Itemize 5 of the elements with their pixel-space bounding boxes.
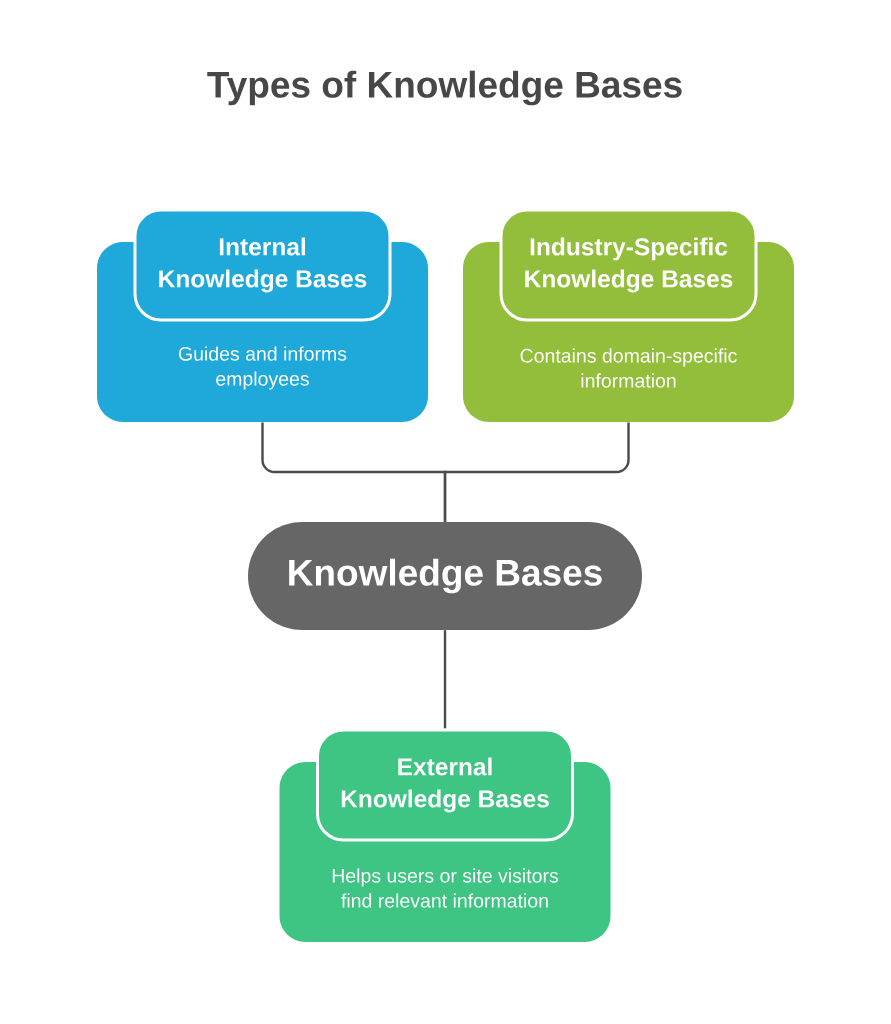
heading-tab: Industry-Specific Knowledge Bases	[499, 208, 758, 322]
title: Types of Knowledge Bases	[207, 70, 682, 106]
heading-tab: External Knowledge Bases	[316, 728, 574, 842]
heading-tab: Internal Knowledge Bases	[133, 208, 392, 322]
center-pill: Knowledge Bases	[248, 522, 642, 630]
